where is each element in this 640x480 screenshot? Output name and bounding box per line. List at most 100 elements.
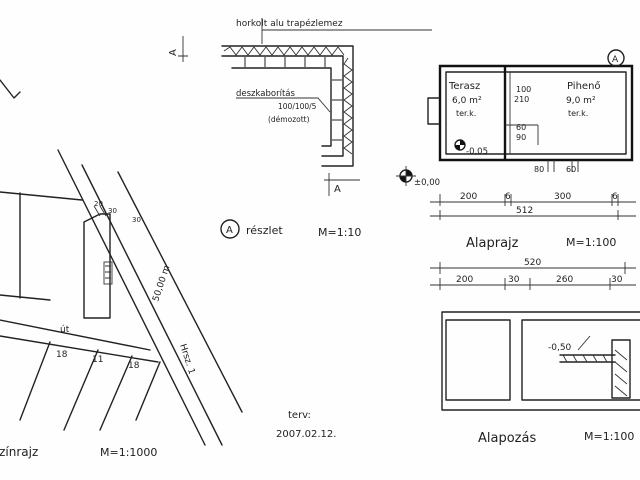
foundation-leader — [577, 335, 591, 351]
plan-caption-scale: M=1:100 — [566, 236, 616, 249]
opening-label-4: 90 — [516, 133, 526, 142]
plot-line-top — [0, 191, 83, 201]
dim-chain-total — [430, 210, 636, 220]
room-terrace-floor: ter.k. — [456, 109, 476, 118]
foundation-strip-hatch — [562, 354, 608, 363]
plan-section-circle — [607, 49, 625, 67]
date-label: terv: — [288, 410, 311, 421]
dim-mid-1: 200 — [456, 275, 473, 285]
foundation-cell-right — [521, 319, 640, 401]
plot-divider-3 — [99, 355, 133, 431]
plot-divider-4 — [135, 361, 161, 421]
section-mark-top — [178, 36, 188, 62]
section-mark-bottom — [324, 173, 360, 196]
plan-outline — [438, 64, 634, 162]
plot-number-2: 11 — [92, 355, 103, 365]
detail-caption-scale: M=1:10 — [318, 226, 361, 239]
plot-number-3: 18 — [128, 361, 140, 371]
opening-label-3: 60 — [516, 123, 526, 132]
dim-top-3: 300 — [554, 192, 571, 202]
detail-caption: részlet — [246, 224, 283, 237]
foundation-caption: Alapozás — [478, 431, 536, 446]
room-rest-name: Pihenő — [567, 80, 601, 92]
room-terrace-name: Terasz — [448, 81, 480, 92]
board-dims: 100/100/5 — [278, 102, 317, 111]
roof-top-label: horkolt alu trapézlemez — [236, 18, 343, 29]
street-line-2 — [81, 164, 223, 446]
opening-label-5: 80 — [534, 165, 544, 174]
opening-label-2: 210 — [514, 95, 529, 104]
dim-top-2: 6 — [505, 192, 511, 202]
section-mark-bottom-label: A — [334, 184, 341, 195]
foundation-cell-left — [445, 319, 511, 401]
site-building — [83, 213, 111, 319]
plan-caption: Alaprajz — [466, 236, 519, 251]
road-label: út — [60, 325, 70, 335]
door-swing — [505, 124, 539, 145]
street-line-3 — [117, 171, 243, 413]
dim-chain-top — [430, 194, 636, 206]
street-width-label: 50,00 m — [151, 264, 172, 303]
road-edge-top — [0, 319, 151, 351]
board-label-leader — [236, 97, 331, 113]
foundation-caption-scale: M=1:100 — [584, 430, 634, 443]
roof-detail: horkolt alu trapézlemez deszkaborítás 10… — [168, 18, 432, 239]
site-plan: 20 30 30 50,00 m Hrsz. 1 út 18 11 18 Hel… — [0, 79, 243, 459]
dim-chain-mid — [430, 278, 636, 290]
plot-line-mid — [0, 294, 51, 301]
dim-mid-total: 520 — [524, 258, 541, 268]
room-rest-area: 9,0 m² — [566, 96, 596, 106]
date-value: 2007.02.12. — [276, 429, 336, 440]
road-edge-bottom — [0, 335, 159, 363]
detail-number: A — [226, 225, 233, 236]
plot-divider-1 — [19, 341, 51, 421]
level-marker-fill — [455, 140, 465, 150]
terrace-step — [427, 97, 441, 125]
site-building-hatch-lines — [105, 265, 111, 279]
section-mark-top-label: A — [168, 49, 179, 56]
site-dim-ticks — [93, 205, 107, 217]
window-marks — [547, 160, 579, 172]
plot-number-1: 18 — [56, 350, 68, 360]
roof-fragment — [0, 79, 21, 99]
trapezoid-sheet-side — [343, 57, 353, 155]
detail-number-circle — [220, 219, 240, 239]
roof-outer-edge — [221, 45, 354, 167]
plot-divider-2 — [63, 349, 99, 431]
floor-plan: A Terasz 6,0 m² ter.k. Pihenő 9,0 m² ter… — [396, 49, 636, 290]
foundation-outer — [441, 311, 640, 411]
board-note: (démozott) — [268, 115, 310, 124]
foundation-strip — [559, 354, 616, 363]
plan-inner-outline — [445, 71, 627, 155]
dim-top-total: 512 — [516, 206, 533, 216]
plan-section-label: A — [612, 55, 619, 65]
site-caption-scale: M=1:1000 — [100, 446, 157, 459]
foundation-level: -0,50 — [548, 343, 572, 353]
origin-crosshair — [396, 166, 416, 186]
batten-hatching — [244, 57, 342, 141]
trapezoid-sheet-top — [223, 46, 345, 56]
dim-top-1: 200 — [460, 192, 477, 202]
board-label: deszkaborítás — [236, 89, 295, 99]
terrace-level: -0,05 — [466, 147, 488, 157]
site-dim-2: 30 — [108, 207, 117, 215]
site-caption: Helyszínrajz — [0, 445, 38, 459]
roof-inner-edge — [221, 55, 344, 157]
foundation-plan: -0,50 Alapozás M=1:100 — [441, 311, 640, 446]
floor-level: ±0,00 — [414, 178, 440, 188]
dim-top-4: 6 — [612, 192, 618, 202]
room-rest-floor: ter.k. — [568, 109, 588, 118]
opening-label-1: 100 — [516, 85, 531, 94]
dim-mid-3: 260 — [556, 275, 573, 285]
date-block: terv: 2007.02.12. — [276, 410, 336, 440]
foundation-footing — [611, 339, 631, 399]
roof-board-edge — [231, 67, 332, 147]
site-dim-1: 20 — [94, 200, 103, 208]
dim-chain-mid-total — [430, 262, 636, 274]
site-building-hatch — [103, 261, 113, 285]
dim-mid-2: 30 — [508, 275, 520, 285]
dim-mid-4: 30 — [611, 275, 623, 285]
opening-label-6: 60 — [566, 165, 576, 174]
